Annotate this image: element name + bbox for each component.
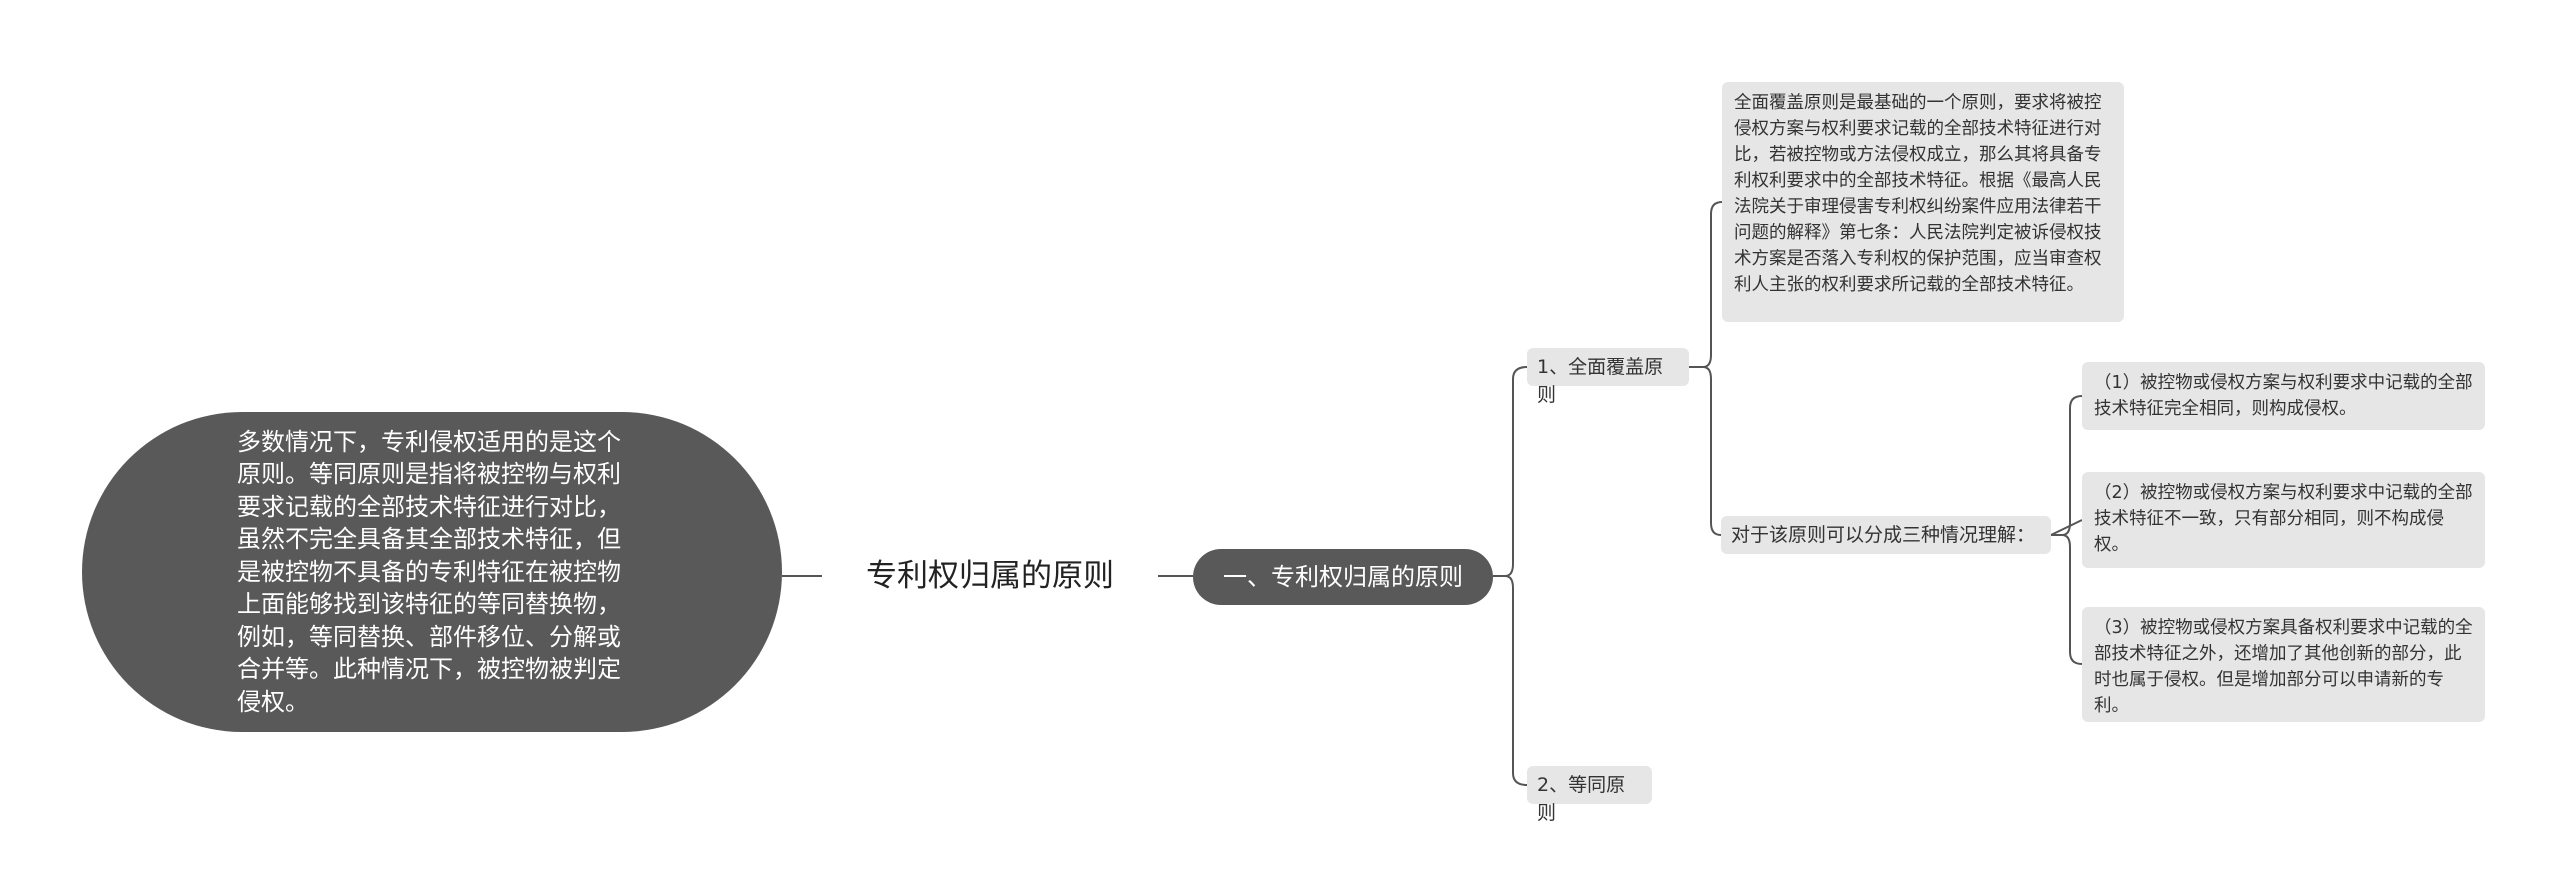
case-item[interactable]: （1）被控物或侵权方案与权利要求中记载的全部技术特征完全相同，则构成侵权。: [2082, 362, 2485, 430]
full-coverage-description[interactable]: 全面覆盖原则是最基础的一个原则，要求将被控侵权方案与权利要求记载的全部技术特征进…: [1722, 82, 2124, 322]
connector-cases-3: [2051, 534, 2083, 665]
case-item[interactable]: （2）被控物或侵权方案与权利要求中记载的全部技术特征不一致，只有部分相同，则不构…: [2082, 472, 2485, 568]
connector-main-branch2: [1493, 575, 1528, 786]
root-topic[interactable]: 专利权归属的原则: [866, 558, 1114, 594]
connector-branch1-desc: [1689, 201, 1723, 368]
connector-branch1-cases: [1689, 366, 1722, 536]
connector-main-branch1: [1493, 366, 1528, 577]
branch-cases-intro[interactable]: 对于该原则可以分成三种情况理解：: [1721, 516, 2051, 554]
main-topic[interactable]: 一、专利权归属的原则: [1193, 549, 1493, 605]
case-item[interactable]: （3）被控物或侵权方案具备权利要求中记载的全部技术特征之外，还增加了其他创新的部…: [2082, 607, 2485, 722]
branch-full-coverage[interactable]: 1、全面覆盖原则: [1527, 348, 1689, 406]
connector-cases-1: [2051, 395, 2083, 536]
left-note-text: 多数情况下，专利侵权适用的是这个原则。等同原则是指将被控物与权利要求记载的全部技…: [237, 427, 621, 716]
connector-cases-2: [2050, 519, 2083, 536]
branch-equivalence[interactable]: 2、等同原则: [1527, 766, 1652, 824]
left-note-bubble[interactable]: 多数情况下，专利侵权适用的是这个原则。等同原则是指将被控物与权利要求记载的全部技…: [82, 412, 782, 732]
